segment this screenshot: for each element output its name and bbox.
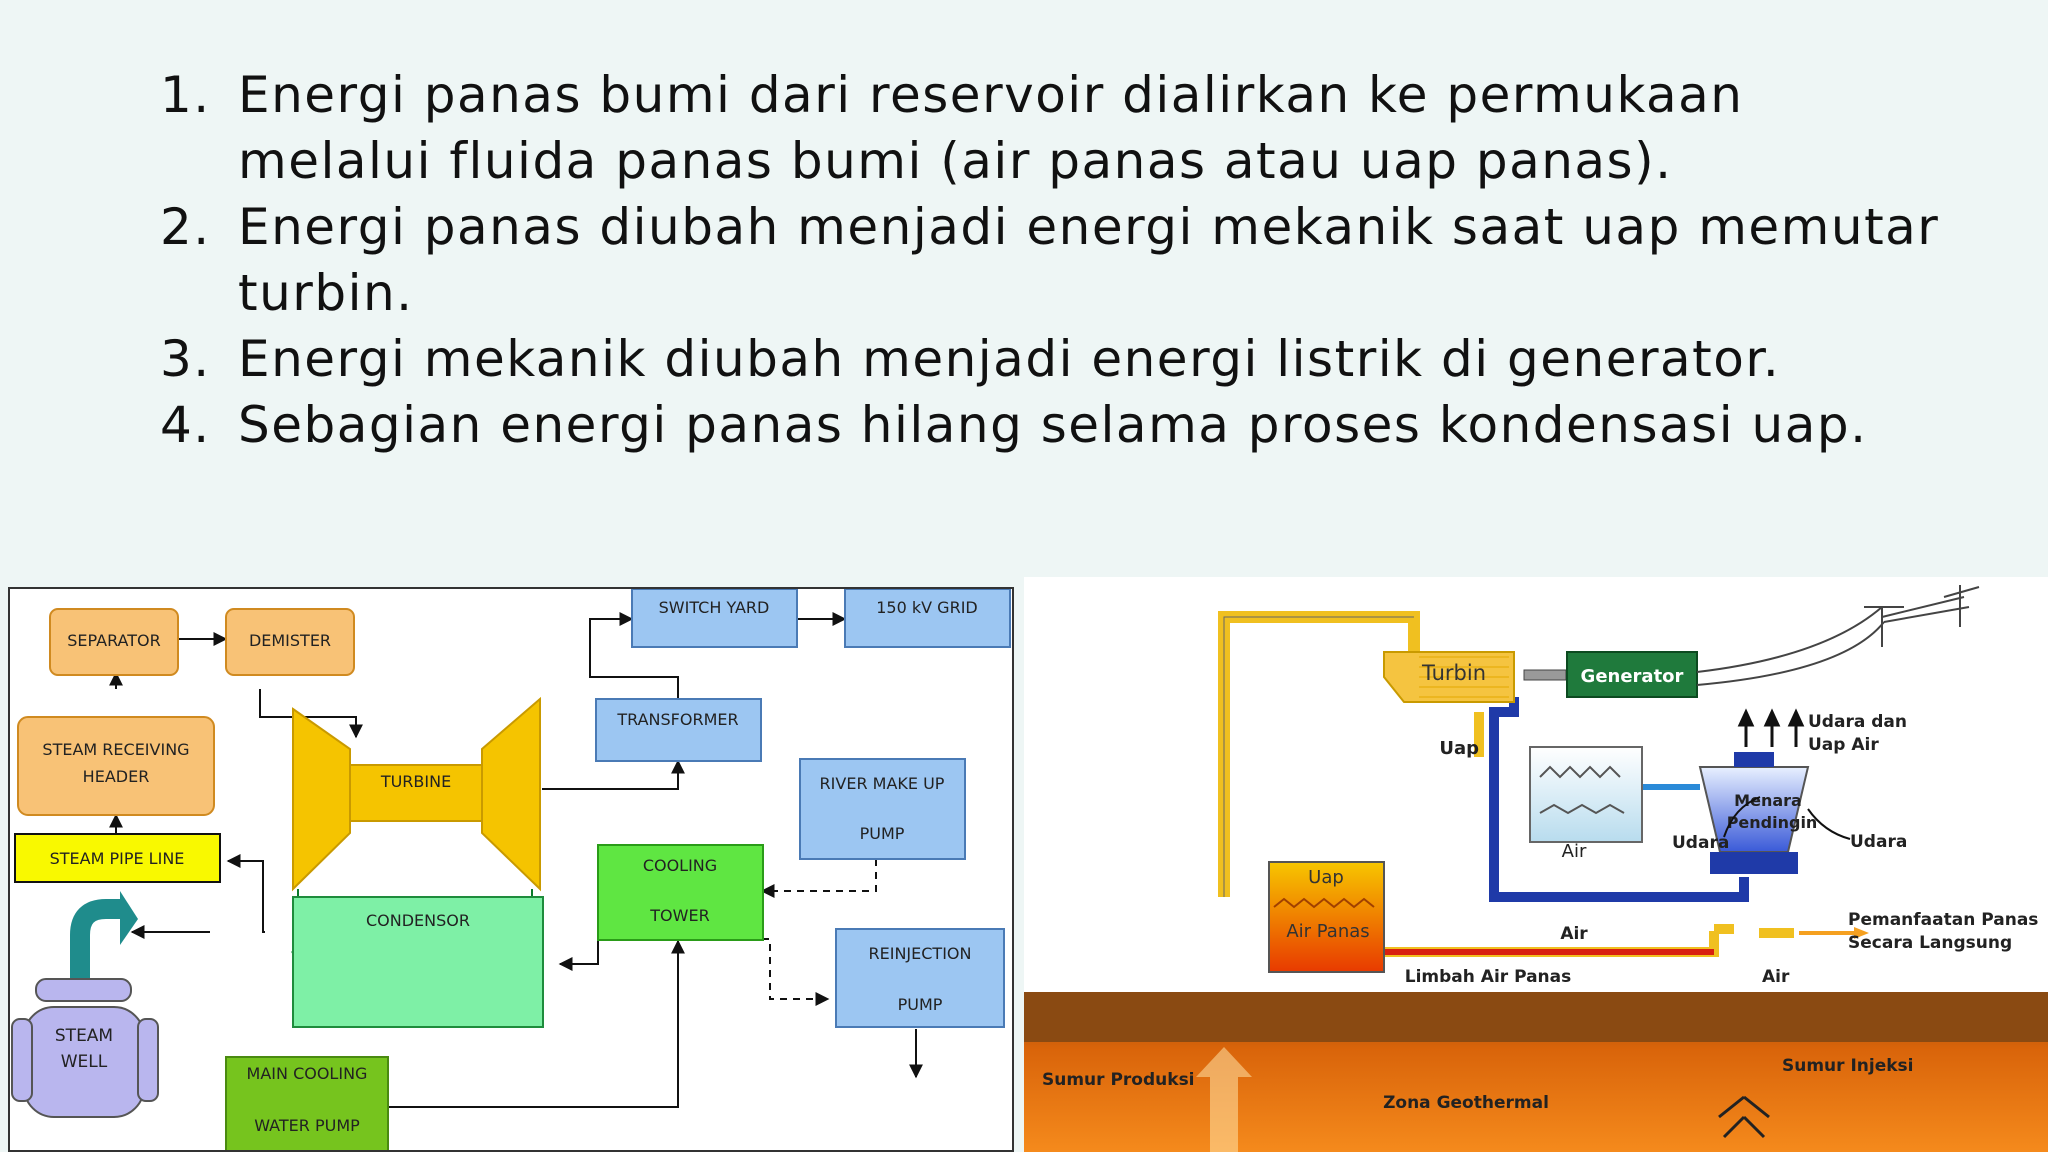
- step-item: 3. Energi mekanik diubah menjadi energi l…: [150, 326, 1950, 392]
- process-steps-list: 1. Energi panas bumi dari reservoir diali…: [150, 62, 1950, 458]
- separator-label: SEPARATOR: [67, 631, 161, 650]
- step-item: 2. Energi panas diubah menjadi energi mek…: [150, 194, 1950, 326]
- sumur-produksi-label: Sumur Produksi: [1042, 1070, 1195, 1090]
- pendingin-label: Pendingin: [1727, 813, 1818, 832]
- river-pump-label: RIVER MAKE UP: [820, 774, 945, 793]
- step-text: Energi mekanik diubah menjadi energi lis…: [238, 330, 1781, 388]
- step-number: 1.: [160, 66, 211, 124]
- pemanfaatan-label: Secara Langsung: [1848, 933, 2012, 953]
- step-item: 1. Energi panas bumi dari reservoir diali…: [150, 62, 1950, 194]
- udara-left-label: Udara: [1672, 833, 1729, 853]
- reinjection-pump-label: REINJECTION: [869, 944, 972, 963]
- step-text: Energi panas diubah menjadi energi mekan…: [238, 198, 1940, 322]
- uap-air-label: Uap Air: [1808, 735, 1879, 755]
- cooling-tower-label: COOLING: [643, 856, 717, 875]
- air-condenser-label: Air: [1562, 841, 1587, 862]
- step-number: 4.: [160, 396, 211, 454]
- step-number: 2.: [160, 198, 211, 256]
- main-pump-label: WATER PUMP: [254, 1116, 360, 1135]
- turbine-label: TURBINE: [380, 772, 451, 791]
- steam-well-label: STEAM: [55, 1026, 113, 1046]
- udara-right-label: Udara: [1850, 832, 1907, 852]
- reinjection-pump-label: PUMP: [898, 995, 943, 1014]
- power-plant-flow-diagram: SEPARATOR DEMISTER SWITCH YARD 150 kV GR…: [8, 587, 1014, 1152]
- steam-header-label: HEADER: [83, 767, 150, 786]
- step-text: Sebagian energi panas hilang selama pros…: [238, 396, 1868, 454]
- zona-label: Zona Geothermal: [1383, 1093, 1549, 1113]
- power-line-icon: [1696, 585, 1980, 686]
- sumur-injeksi-label: Sumur Injeksi: [1782, 1056, 1914, 1076]
- switchyard-label: SWITCH YARD: [659, 598, 770, 617]
- turbin-label: Turbin: [1421, 661, 1486, 685]
- step-number: 3.: [160, 330, 211, 388]
- step-item: 4. Sebagian energi panas hilang selama pr…: [150, 392, 1950, 458]
- cooling-tower-label: TOWER: [649, 906, 709, 925]
- main-pump-label: MAIN COOLING: [247, 1064, 368, 1083]
- uap-top-label: Uap: [1439, 738, 1479, 759]
- air-pipe-label: Air: [1560, 924, 1588, 944]
- steam-header-label: STEAM RECEIVING: [42, 740, 189, 759]
- river-pump-label: PUMP: [860, 824, 905, 843]
- air-panas-label: Air Panas: [1286, 921, 1369, 942]
- steam-well-icon: [11, 891, 159, 1118]
- steam-pipe-label: STEAM PIPE LINE: [50, 849, 185, 868]
- transformer-label: TRANSFORMER: [616, 710, 738, 729]
- limbah-label: Limbah Air Panas: [1405, 967, 1572, 987]
- step-text: Energi panas bumi dari reservoir dialirk…: [238, 66, 1744, 190]
- condensor-label: CONDENSOR: [366, 911, 470, 930]
- geothermal-plant-illustration: Turbin Generator Uap Air Menara Pendingi…: [1024, 577, 2048, 1152]
- generator-label: Generator: [1581, 666, 1684, 687]
- uap-tank-label: Uap: [1308, 867, 1344, 888]
- air-down-label: Air: [1762, 967, 1790, 987]
- demister-label: DEMISTER: [249, 631, 331, 650]
- grid-label: 150 kV GRID: [876, 598, 977, 617]
- steam-well-label: WELL: [61, 1052, 108, 1072]
- udara-dan-label: Udara dan: [1808, 712, 1907, 732]
- pemanfaatan-label: Pemanfaatan Panas: [1848, 910, 2038, 930]
- menara-label: Menara: [1734, 791, 1802, 810]
